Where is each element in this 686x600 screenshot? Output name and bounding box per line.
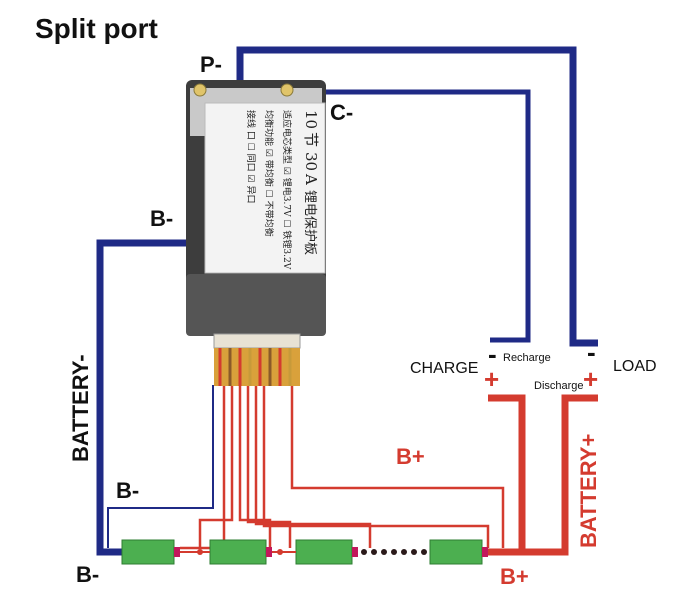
board-label-text: 10 节 30 A 锂电保护板 适应电芯类型 ☑ 锂电3.7V ☐ 铁锂3.2V…	[245, 110, 320, 270]
b-plus-bottom-label: B+	[500, 564, 529, 589]
battery-minus-label: BATTERY-	[68, 354, 93, 462]
charge-minus-sign: -	[488, 339, 497, 369]
positive-wiring	[180, 383, 505, 550]
p-minus-label: P-	[200, 52, 222, 77]
battery-plus-wiring	[486, 394, 598, 556]
b-plus-center-label: B+	[396, 444, 425, 469]
b-minus-top-label: B-	[150, 206, 173, 231]
charge-label: CHARGE	[410, 360, 478, 377]
load-label: LOAD	[613, 358, 657, 375]
svg-text:30: 30	[302, 152, 320, 171]
p-minus-wire	[236, 46, 598, 347]
b-minus-mid-label: B-	[116, 478, 139, 503]
battery-minus-wire	[96, 239, 195, 556]
discharge-label: Discharge	[534, 380, 584, 392]
c-minus-wire	[315, 89, 531, 343]
battery-cell	[121, 539, 175, 565]
b-minus-bottom-label: B-	[76, 562, 99, 587]
balance-ribbon-cable	[214, 348, 300, 386]
battery-cells	[121, 539, 488, 565]
load-minus-sign: -	[587, 337, 596, 367]
c-minus-label: C-	[330, 100, 353, 125]
battery-cell	[295, 539, 353, 565]
svg-text:均衡功能 ☑ 带均衡 ☐ 不带均衡: 均衡功能 ☑ 带均衡 ☐ 不带均衡	[263, 110, 275, 237]
diagram-title: Split port	[35, 13, 158, 44]
cell-continuation-dots	[361, 549, 427, 555]
board-label	[204, 102, 326, 274]
battery-plus-label: BATTERY+	[576, 434, 601, 548]
battery-cell	[209, 539, 267, 565]
protection-board: 10 节 30 A 锂电保护板 适应电芯类型 ☑ 锂电3.7V ☐ 铁锂3.2V…	[186, 80, 326, 349]
svg-text:适应电芯类型 ☑ 锂电3.7V ☐ 铁锂3.2V: 适应电芯类型 ☑ 锂电3.7V ☐ 铁锂3.2V	[281, 110, 293, 270]
svg-text:锂电保护板: 锂电保护板	[302, 190, 317, 255]
svg-text:接线 口 ☐ 同口 ☑ 异口: 接线 口 ☐ 同口 ☑ 异口	[245, 110, 257, 203]
negative-wiring	[96, 46, 598, 556]
recharge-label: Recharge	[503, 352, 551, 364]
load-plus-sign: +	[583, 364, 598, 394]
svg-text:节: 节	[302, 132, 320, 147]
charge-plus-sign: +	[484, 364, 499, 394]
b-minus-sense-wire	[107, 385, 214, 548]
svg-text:A: A	[302, 173, 320, 185]
battery-cell	[429, 539, 483, 565]
svg-text:10: 10	[302, 110, 320, 129]
